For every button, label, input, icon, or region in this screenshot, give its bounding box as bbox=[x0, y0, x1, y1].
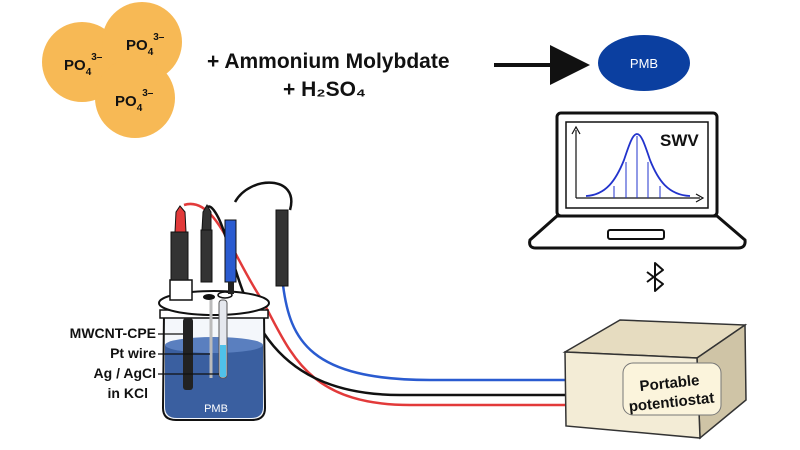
pmb-product: PMB bbox=[598, 35, 690, 91]
potentiostat: Portable potentiostat bbox=[562, 319, 748, 440]
phosphate-ion-label: PO43– bbox=[126, 32, 165, 58]
electrode-labels: MWCNT-CPE Pt wire Ag / AgCl in KCl bbox=[70, 325, 219, 401]
phosphate-ion-label: PO43– bbox=[64, 52, 103, 78]
phosphate-blob bbox=[95, 58, 175, 138]
cell-solution-surface bbox=[165, 337, 263, 353]
label-mwcnt-cpe: MWCNT-CPE bbox=[70, 325, 156, 341]
swv-gridlines bbox=[613, 136, 661, 198]
swv-curve bbox=[585, 133, 691, 197]
swv-label: SWV bbox=[660, 131, 699, 150]
black-wire bbox=[233, 181, 293, 211]
electrode-holder bbox=[169, 279, 193, 301]
blue-wire bbox=[281, 284, 565, 382]
label-ag-agcl: Ag / AgCl bbox=[94, 365, 156, 381]
label-in-kcl: in KCl bbox=[108, 385, 148, 401]
blue-plug bbox=[224, 219, 237, 283]
laptop: SWV bbox=[528, 111, 747, 250]
laptop-touchpad bbox=[607, 229, 665, 240]
potentiostat-label-plate bbox=[622, 362, 722, 416]
red-plug bbox=[174, 205, 187, 233]
reagent-label-molybdate: + Ammonium Molybdate bbox=[207, 50, 450, 73]
pmb-ellipse bbox=[598, 35, 690, 91]
phosphate-ion-label: PO43– bbox=[115, 88, 154, 114]
cell-solution-label: PMB bbox=[204, 403, 228, 415]
label-pt-wire: Pt wire bbox=[110, 345, 156, 361]
phosphate-group: PO43– PO43– PO43– bbox=[42, 2, 182, 138]
pmb-label: PMB bbox=[630, 56, 658, 71]
electrochemical-cell: PMB bbox=[158, 203, 289, 421]
potentiostat-label-line1: Portable bbox=[639, 372, 700, 395]
black-wire bbox=[205, 205, 565, 397]
reagent-label-acid: + H₂SO₄ bbox=[283, 78, 366, 101]
bluetooth-icon bbox=[646, 262, 664, 292]
